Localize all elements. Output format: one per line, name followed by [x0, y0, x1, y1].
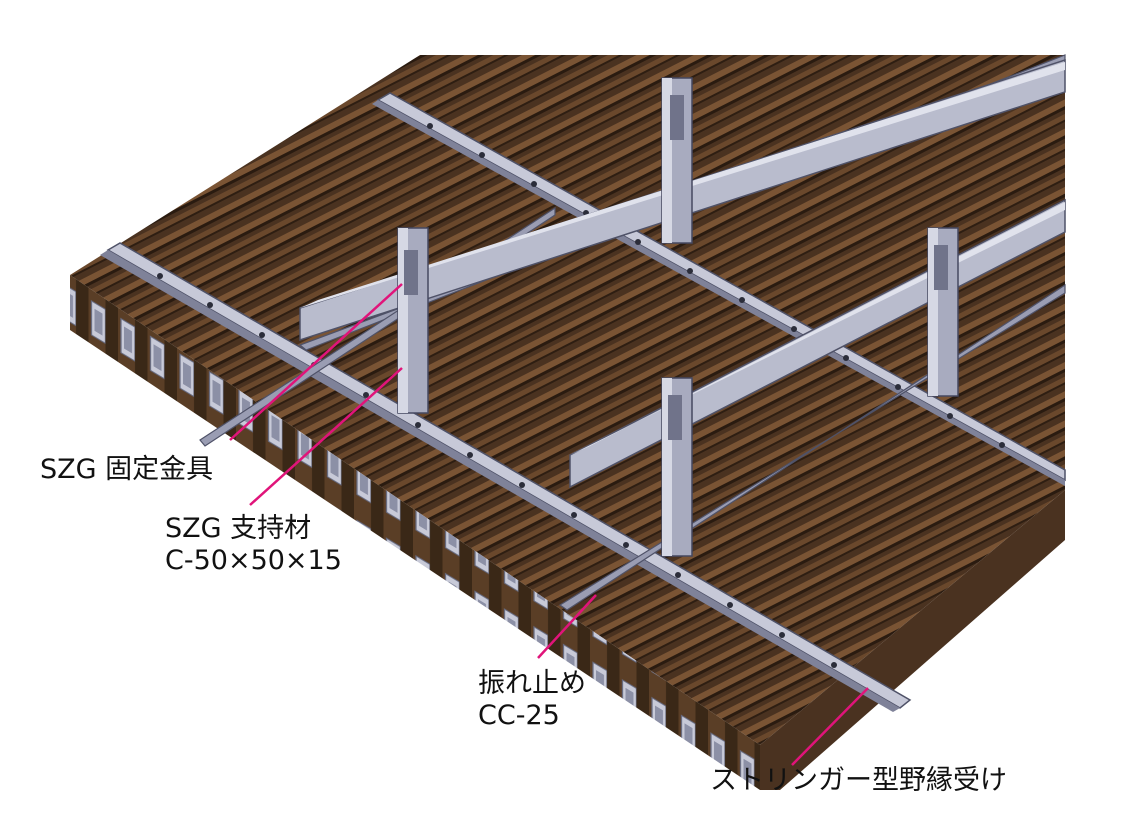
- label-szg-bracket-line1: SZG 固定金具: [40, 454, 214, 485]
- support-post: [927, 227, 959, 397]
- wood-louver-surface: [70, 55, 1065, 745]
- support-post: [661, 77, 693, 244]
- label-szg-bracket: SZG 固定金具: [40, 454, 213, 486]
- leader-support: [249, 367, 403, 506]
- label-stringer-carrier-line1: ストリンガー型野縁受け: [710, 765, 1007, 796]
- label-sway-brace: 振れ止め CC-25: [478, 668, 586, 732]
- label-szg-support-line1: SZG 支持材: [165, 513, 312, 544]
- leader-bracket: [229, 283, 403, 441]
- support-post: [661, 377, 693, 557]
- vertical-supports: [397, 77, 959, 557]
- leader-carrier: [791, 687, 869, 766]
- leader-lines: [229, 283, 869, 766]
- louver-fin-ends: [70, 275, 760, 790]
- stringer-carrier-back: [372, 92, 1066, 486]
- label-sway-brace-line2: CC-25: [478, 700, 560, 731]
- leader-brace: [537, 594, 597, 659]
- louver-right-edge: [760, 490, 1065, 790]
- label-sway-brace-line1: 振れ止め: [478, 668, 586, 699]
- stringer-carrier-front: [100, 242, 912, 712]
- rail-holes: [157, 123, 1005, 668]
- label-szg-support-line2: C-50×50×15: [165, 545, 342, 576]
- label-szg-support: SZG 支持材 C-50×50×15: [165, 513, 342, 577]
- support-post: [397, 227, 429, 414]
- label-stringer-carrier: ストリンガー型野縁受け: [710, 765, 1007, 797]
